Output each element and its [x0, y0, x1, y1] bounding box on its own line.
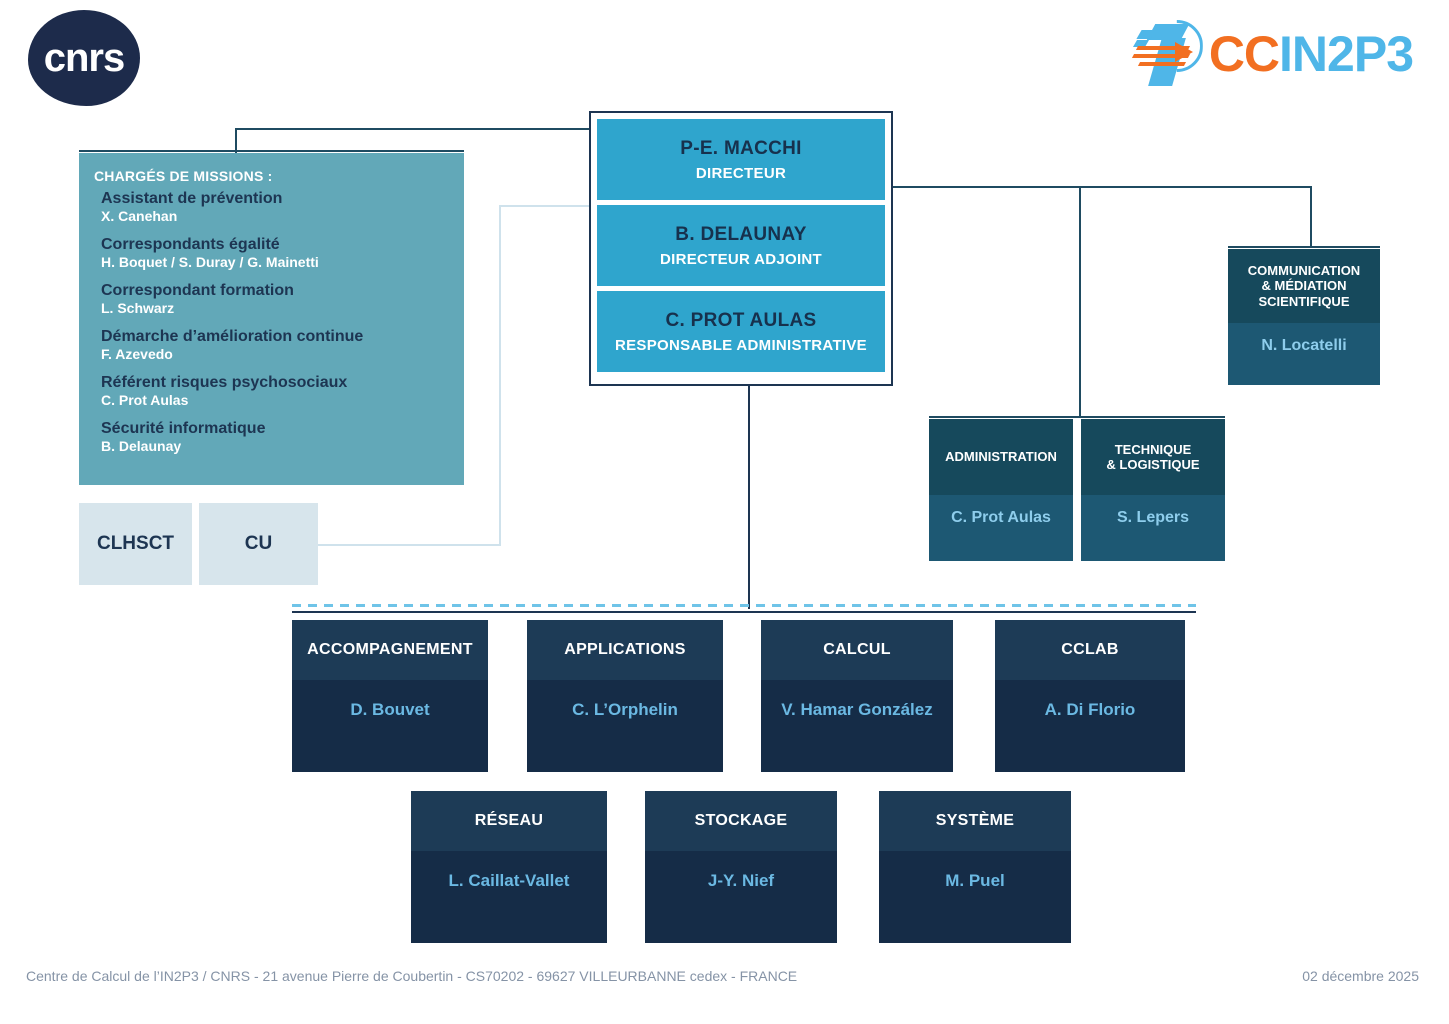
department-name: L. Caillat-Vallet — [448, 871, 570, 890]
charges-de-missions-panel: CHARGÉS DE MISSIONS : Assistant de préve… — [79, 153, 464, 485]
connector-cu-top — [499, 205, 591, 207]
charges-people: B. Delaunay — [101, 437, 182, 454]
charges-role: Démarche d’amélioration continue — [101, 328, 364, 345]
connector-communication-top-edge — [1228, 246, 1380, 248]
charges-role: Correspondant formation — [101, 282, 294, 299]
direction-frame: P-E. MACCHI DIRECTEUR B. DELAUNAY DIRECT… — [589, 111, 893, 386]
list-item: Assistant de prévention X. Canehan — [101, 190, 464, 224]
charges-role: Assistant de prévention — [101, 190, 283, 207]
footer-address: Centre de Calcul de l’IN2P3 / CNRS - 21 … — [26, 968, 798, 984]
direction-name: C. PROT AULAS — [665, 309, 817, 331]
ccin2p3-logo-text-in2p3: IN2P3 — [1279, 26, 1414, 82]
department-name: J-Y. Nief — [707, 871, 775, 890]
direction-name: B. DELAUNAY — [675, 223, 807, 245]
ccin2p3-logo-mark — [1129, 18, 1205, 90]
direction-role: DIRECTEUR ADJOINT — [659, 250, 823, 268]
department-box-stockage[interactable]: STOCKAGE J-Y. Nief — [645, 791, 837, 943]
department-title: CALCUL — [761, 620, 953, 680]
service-box-technique-logistique[interactable]: TECHNIQUE & LOGISTIQUE S. Lepers — [1081, 419, 1225, 561]
ccin2p3-logo-text-cc: CC — [1208, 26, 1280, 82]
direction-box-responsable-administrative[interactable]: C. PROT AULAS RESPONSABLE ADMINISTRATIVE — [597, 291, 885, 372]
list-item: Sécurité informatique B. Delaunay — [101, 420, 464, 454]
department-title: SYSTÈME — [879, 791, 1071, 851]
department-name: C. L’Orphelin — [572, 700, 678, 719]
connector-departments-solid-bus — [292, 611, 1196, 613]
department-box-reseau[interactable]: RÉSEAU L. Caillat-Vallet — [411, 791, 607, 943]
list-item: Correspondant formation L. Schwarz — [101, 282, 464, 316]
connector-cu-vertical — [499, 205, 501, 544]
cnrs-logo-disc — [28, 10, 140, 106]
department-title: CCLAB — [995, 620, 1185, 680]
department-box-systeme[interactable]: SYSTÈME M. Puel — [879, 791, 1071, 943]
service-name: S. Lepers — [1116, 509, 1190, 526]
department-name: V. Hamar González — [781, 700, 933, 719]
department-title: APPLICATIONS — [527, 620, 723, 680]
connector-charges-top-edge — [79, 150, 464, 152]
committee-box-clhsct[interactable]: CLHSCT — [79, 503, 192, 585]
list-item: Démarche d’amélioration continue F. Azev… — [101, 328, 464, 362]
direction-role: RESPONSABLE ADMINISTRATIVE — [615, 336, 867, 354]
charges-panel-title: CHARGÉS DE MISSIONS : — [94, 168, 273, 184]
service-title: COMMUNICATION & MÉDIATION SCIENTIFIQUE — [1228, 249, 1380, 323]
department-name: D. Bouvet — [350, 700, 430, 719]
charges-people: H. Boquet / S. Duray / G. Mainetti — [101, 253, 319, 270]
connector-communication-drop — [1310, 186, 1312, 246]
connector-cu-bottom — [318, 544, 501, 546]
list-item: Référent risques psychosociaux C. Prot A… — [101, 374, 464, 408]
footer-date: 02 décembre 2025 — [1302, 968, 1419, 984]
connector-services-bus — [891, 186, 1312, 188]
service-title: ADMINISTRATION — [929, 419, 1073, 495]
cnrs-logo: cnrs — [28, 10, 148, 110]
connector-admin-top-edge — [929, 416, 1225, 418]
charges-people: C. Prot Aulas — [101, 391, 189, 408]
department-title: STOCKAGE — [645, 791, 837, 851]
ccin2p3-logo-text: CCIN2P3 — [1208, 26, 1414, 82]
department-name: M. Puel — [945, 871, 1005, 890]
direction-role: DIRECTEUR — [695, 164, 787, 182]
department-box-applications[interactable]: APPLICATIONS C. L’Orphelin — [527, 620, 723, 772]
direction-box-directeur-adjoint[interactable]: B. DELAUNAY DIRECTEUR ADJOINT — [597, 205, 885, 286]
connector-charges-vertical — [235, 128, 237, 154]
cnrs-logo-wordmark: cnrs — [43, 35, 126, 80]
charges-role: Sécurité informatique — [101, 420, 266, 437]
connector-departments-drop — [748, 386, 750, 609]
connector-admin-drop — [1079, 186, 1081, 416]
committee-box-cu[interactable]: CU — [199, 503, 318, 585]
service-name: C. Prot Aulas — [951, 509, 1051, 526]
charges-role: Référent risques psychosociaux — [101, 374, 348, 391]
service-name: N. Locatelli — [1261, 337, 1347, 354]
charges-list: Assistant de prévention X. Canehan Corre… — [79, 190, 464, 454]
service-title: TECHNIQUE & LOGISTIQUE — [1081, 419, 1225, 495]
list-item: Correspondants égalité H. Boquet / S. Du… — [101, 236, 464, 270]
service-box-administration[interactable]: ADMINISTRATION C. Prot Aulas — [929, 419, 1073, 561]
department-title: ACCOMPAGNEMENT — [292, 620, 488, 680]
streak-shape — [1137, 62, 1186, 66]
department-box-calcul[interactable]: CALCUL V. Hamar González — [761, 620, 953, 772]
ccin2p3-logo: CCIN2P3 — [1129, 14, 1414, 94]
connector-charges-horizontal — [235, 128, 591, 130]
department-name: A. Di Florio — [1044, 700, 1136, 719]
department-title: RÉSEAU — [411, 791, 607, 851]
charges-people: F. Azevedo — [101, 345, 173, 362]
connector-departments-dashed-bus — [292, 604, 1196, 607]
arrow-tip-shape — [1174, 42, 1193, 62]
department-box-cclab[interactable]: CCLAB A. Di Florio — [995, 620, 1185, 772]
direction-name: P-E. MACCHI — [680, 137, 802, 159]
charges-role: Correspondants égalité — [101, 236, 280, 253]
department-box-accompagnement[interactable]: ACCOMPAGNEMENT D. Bouvet — [292, 620, 488, 772]
service-box-communication[interactable]: COMMUNICATION & MÉDIATION SCIENTIFIQUE N… — [1228, 249, 1380, 385]
charges-people: L. Schwarz — [101, 299, 175, 316]
direction-box-directeur[interactable]: P-E. MACCHI DIRECTEUR — [597, 119, 885, 200]
charges-people: X. Canehan — [101, 207, 178, 224]
